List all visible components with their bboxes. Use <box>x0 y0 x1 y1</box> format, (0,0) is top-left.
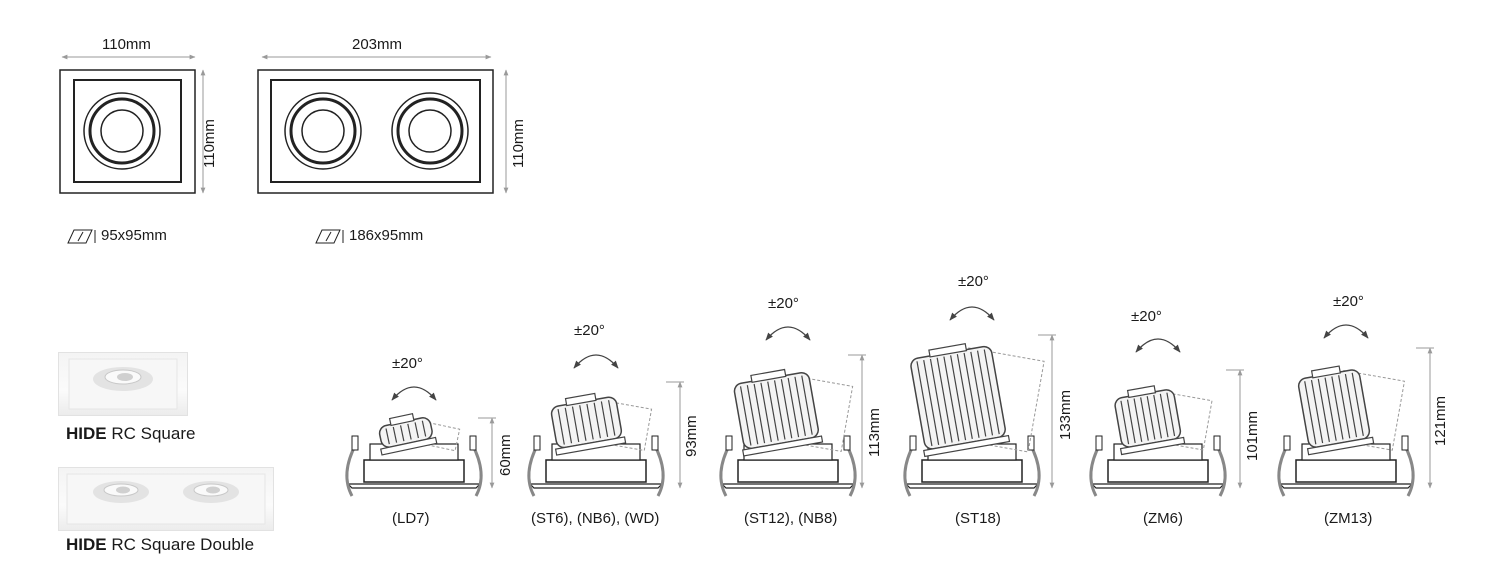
height-dimension-zm13: 121mm <box>1432 395 1449 446</box>
tilt-label-st18: ±20° <box>958 273 989 290</box>
double-fixture-top-view <box>257 54 509 194</box>
product-name-single: HIDE RC Square <box>66 424 196 443</box>
double-cutout-size: 186x95mm <box>349 227 424 244</box>
model-label-st6-nb6-wd: (ST6), (NB6), (WD) <box>531 510 660 527</box>
tilt-label-st6: ±20° <box>574 322 605 339</box>
tilt-arrow-icon <box>765 326 811 341</box>
tilt-arrow-icon <box>1135 338 1181 353</box>
height-dimension-st12: 113mm <box>866 408 883 457</box>
model-label-st18: (ST18) <box>955 510 1001 527</box>
height-dimension-ld7: 60mm <box>497 434 514 476</box>
cutout-icon <box>67 229 96 244</box>
tilt-arrow-icon <box>573 354 619 369</box>
model-label-zm6: (ZM6) <box>1143 510 1183 527</box>
product-photo-single <box>58 352 188 416</box>
fixture-side-view-st12 <box>719 326 866 497</box>
lamp-head-st6 <box>550 392 653 456</box>
lamp-head-st18 <box>910 342 1045 458</box>
single-cutout-size: 95x95mm <box>101 227 167 244</box>
product-name-double: HIDE RC Square Double <box>66 535 255 554</box>
fixture-side-view-st6 <box>527 354 684 497</box>
fixture-side-view-zm13 <box>1277 324 1434 497</box>
lamp-head-zm13 <box>1297 365 1406 456</box>
lamp-head-st12 <box>733 368 854 457</box>
single-fixture-top-view <box>59 54 206 194</box>
model-label-zm13: (ZM13) <box>1324 510 1373 527</box>
cutout-icon <box>315 229 344 244</box>
tilt-arrow-icon <box>1323 324 1369 339</box>
tilt-arrow-icon <box>391 386 437 401</box>
fixture-side-view-st18 <box>903 306 1056 497</box>
tilt-label-zm6: ±20° <box>1131 308 1162 325</box>
model-label-ld7: (LD7) <box>392 510 430 527</box>
product-photo-double <box>58 467 274 531</box>
fixture-side-view-zm6 <box>1089 338 1244 497</box>
double-width-dimension: 203mm <box>352 36 403 53</box>
tilt-label-zm13: ±20° <box>1333 293 1364 310</box>
height-dimension-zm6: 101mm <box>1244 410 1261 461</box>
tilt-arrow-icon <box>949 306 995 321</box>
lamp-head-ld7 <box>378 412 461 456</box>
single-width-dimension: 110mm <box>102 36 151 53</box>
model-label-st12-nb8: (ST12), (NB8) <box>744 510 838 527</box>
lamp-head-zm6 <box>1114 385 1213 456</box>
tilt-label-st12: ±20° <box>768 295 799 312</box>
fixture-side-view-ld7 <box>345 386 496 497</box>
height-dimension-st6: 93mm <box>683 415 700 457</box>
tilt-label-ld7: ±20° <box>392 355 423 372</box>
height-dimension-st18: 133mm <box>1057 389 1074 440</box>
